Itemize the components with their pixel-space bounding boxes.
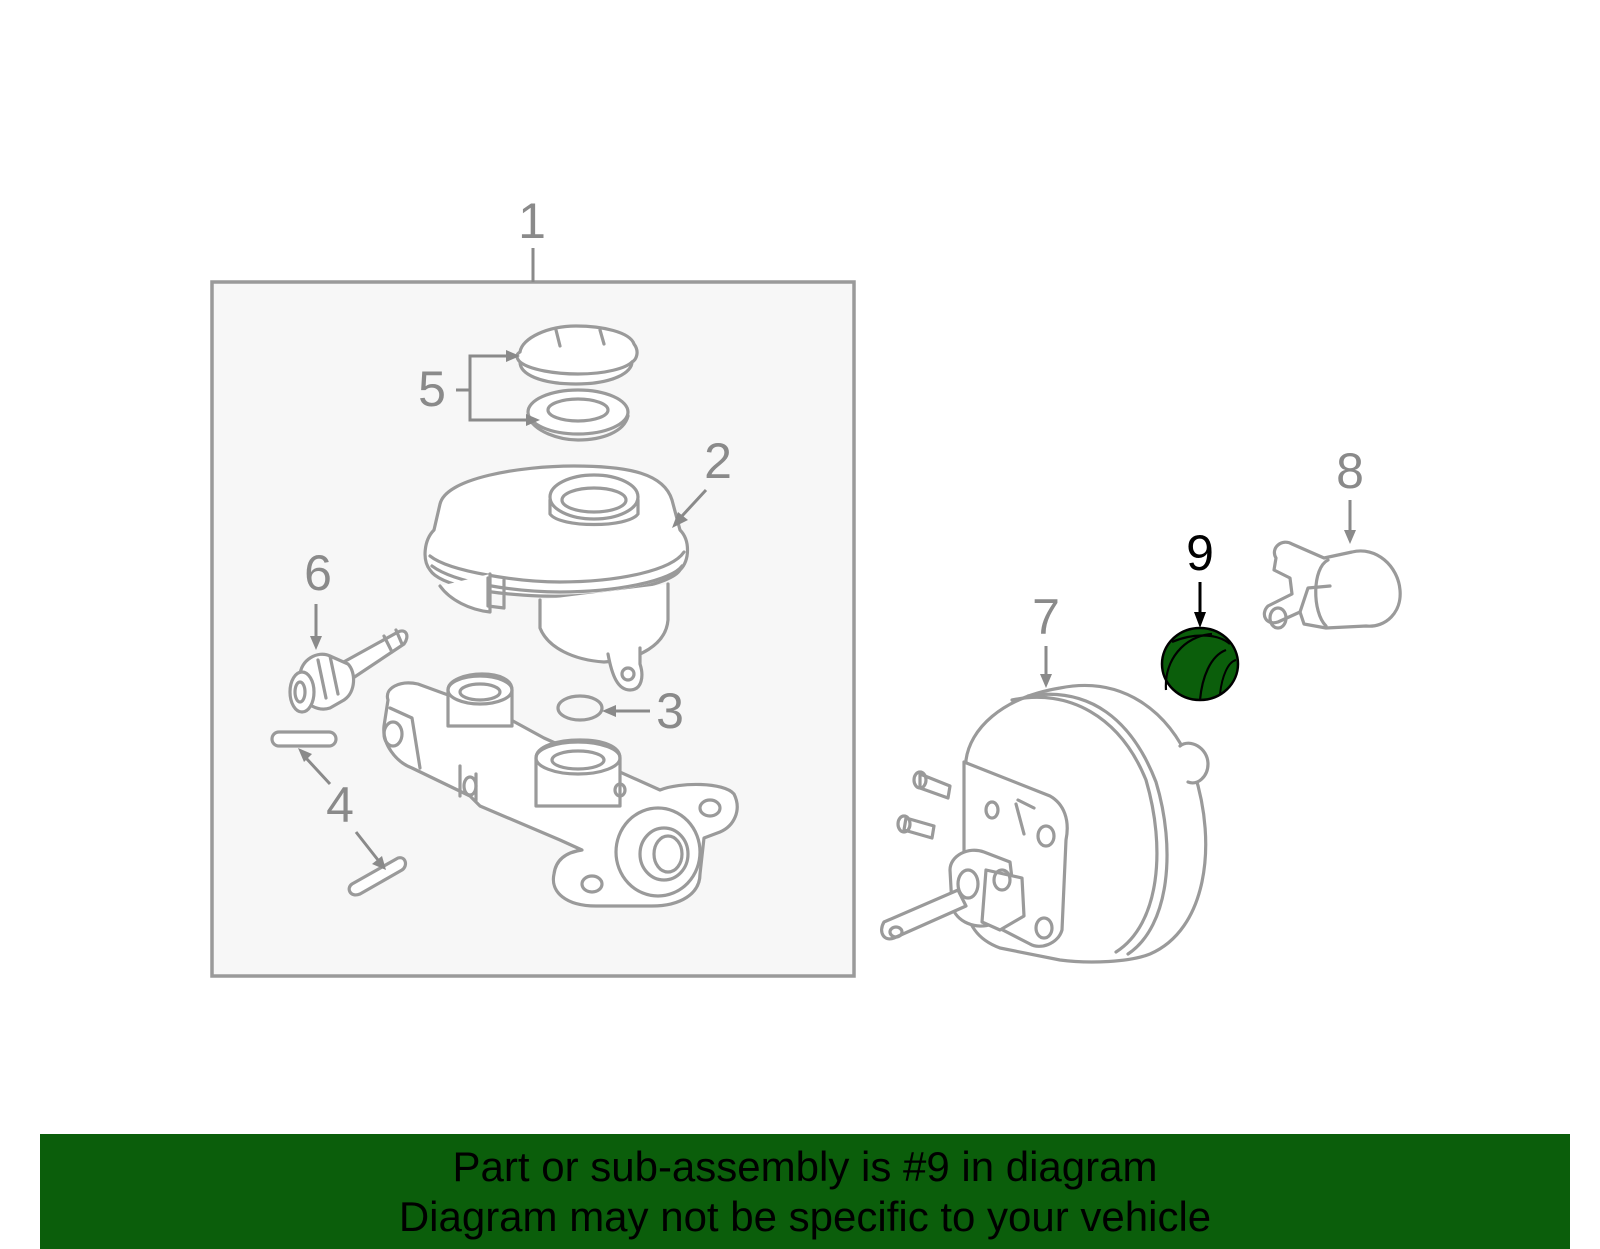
info-banner: Part or sub-assembly is #9 in diagram Di… — [40, 1134, 1570, 1249]
callout-5: 5 — [418, 361, 446, 417]
callout-3: 3 — [656, 683, 684, 739]
callout-1: 1 — [518, 193, 546, 249]
callout-9: 9 — [1186, 525, 1214, 581]
callout-6: 6 — [304, 545, 332, 601]
check-valve — [1262, 540, 1402, 630]
callout-2: 2 — [704, 433, 732, 489]
o-ring — [556, 694, 604, 722]
callout-4: 4 — [326, 777, 354, 833]
banner-line-disclaimer: Diagram may not be specific to your vehi… — [398, 1193, 1212, 1240]
reservoir-cap — [515, 324, 639, 386]
retaining-pin-upper — [270, 730, 338, 748]
master-cylinder — [382, 672, 739, 908]
fluid-reservoir — [423, 464, 690, 692]
brake-booster — [880, 683, 1210, 964]
callout-8: 8 — [1336, 443, 1364, 499]
level-sensor — [288, 628, 409, 714]
vacuum-grommet-highlighted — [1160, 626, 1240, 702]
assembly-box — [210, 280, 856, 978]
reservoir-seal — [526, 388, 630, 442]
retaining-pin-lower — [347, 856, 408, 897]
banner-line-part-number: Part or sub-assembly is #9 in diagram — [452, 1143, 1158, 1190]
callout-7: 7 — [1032, 589, 1060, 645]
